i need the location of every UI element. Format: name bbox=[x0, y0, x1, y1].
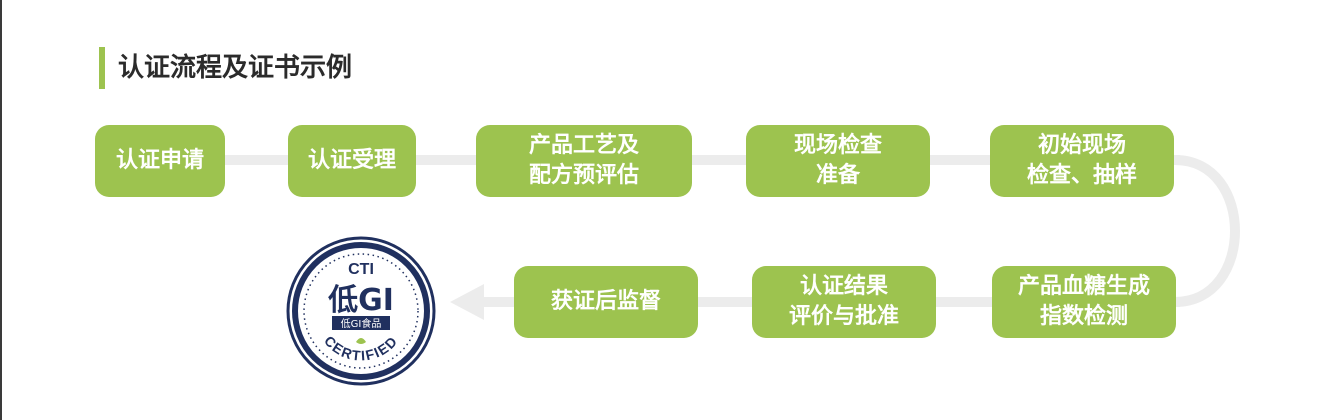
page-title: 认证流程及证书示例 bbox=[118, 53, 353, 83]
badge-inner-ring bbox=[292, 242, 430, 380]
step-label: 获证后监督 bbox=[550, 289, 661, 314]
badge-outer-ring bbox=[286, 236, 436, 386]
step-label: 现场检查 准备 bbox=[793, 133, 882, 188]
step-label: 认证结果 评价与批准 bbox=[788, 274, 899, 329]
step-label: 认证申请 bbox=[115, 148, 204, 173]
connector-arrowhead bbox=[450, 284, 484, 320]
step-post-certification-supervision: 获证后监督 bbox=[514, 266, 698, 338]
badge-main-text: 低GI bbox=[327, 283, 394, 318]
low-gi-certificate-badge: CTI 低GI 低GI食品 CERTIFIED bbox=[286, 236, 436, 386]
step-label: 认证受理 bbox=[307, 148, 396, 173]
step-certification-acceptance: 认证受理 bbox=[288, 125, 416, 197]
badge-brand: CTI bbox=[348, 261, 374, 278]
step-label: 初始现场 检查、抽样 bbox=[1026, 133, 1137, 188]
step-pre-evaluation: 产品工艺及 配方预评估 bbox=[476, 125, 692, 197]
left-edge-line bbox=[0, 0, 2, 420]
step-result-evaluation-approval: 认证结果 评价与批准 bbox=[752, 266, 936, 338]
step-inspection-preparation: 现场检查 准备 bbox=[746, 125, 930, 197]
badge-dotted-ring bbox=[303, 253, 419, 369]
step-label: 产品工艺及 配方预评估 bbox=[528, 133, 639, 188]
connector-curve bbox=[1174, 155, 1240, 307]
badge-band-text: 低GI食品 bbox=[341, 317, 382, 330]
step-label: 产品血糖生成 指数检测 bbox=[1017, 274, 1150, 329]
step-initial-inspection-sampling: 初始现场 检查、抽样 bbox=[990, 125, 1174, 197]
step-certification-application: 认证申请 bbox=[95, 125, 225, 197]
badge-band bbox=[332, 316, 390, 330]
title-accent-bar bbox=[99, 47, 105, 89]
leaf-icon bbox=[356, 338, 366, 344]
step-gi-index-testing: 产品血糖生成 指数检测 bbox=[992, 266, 1176, 338]
